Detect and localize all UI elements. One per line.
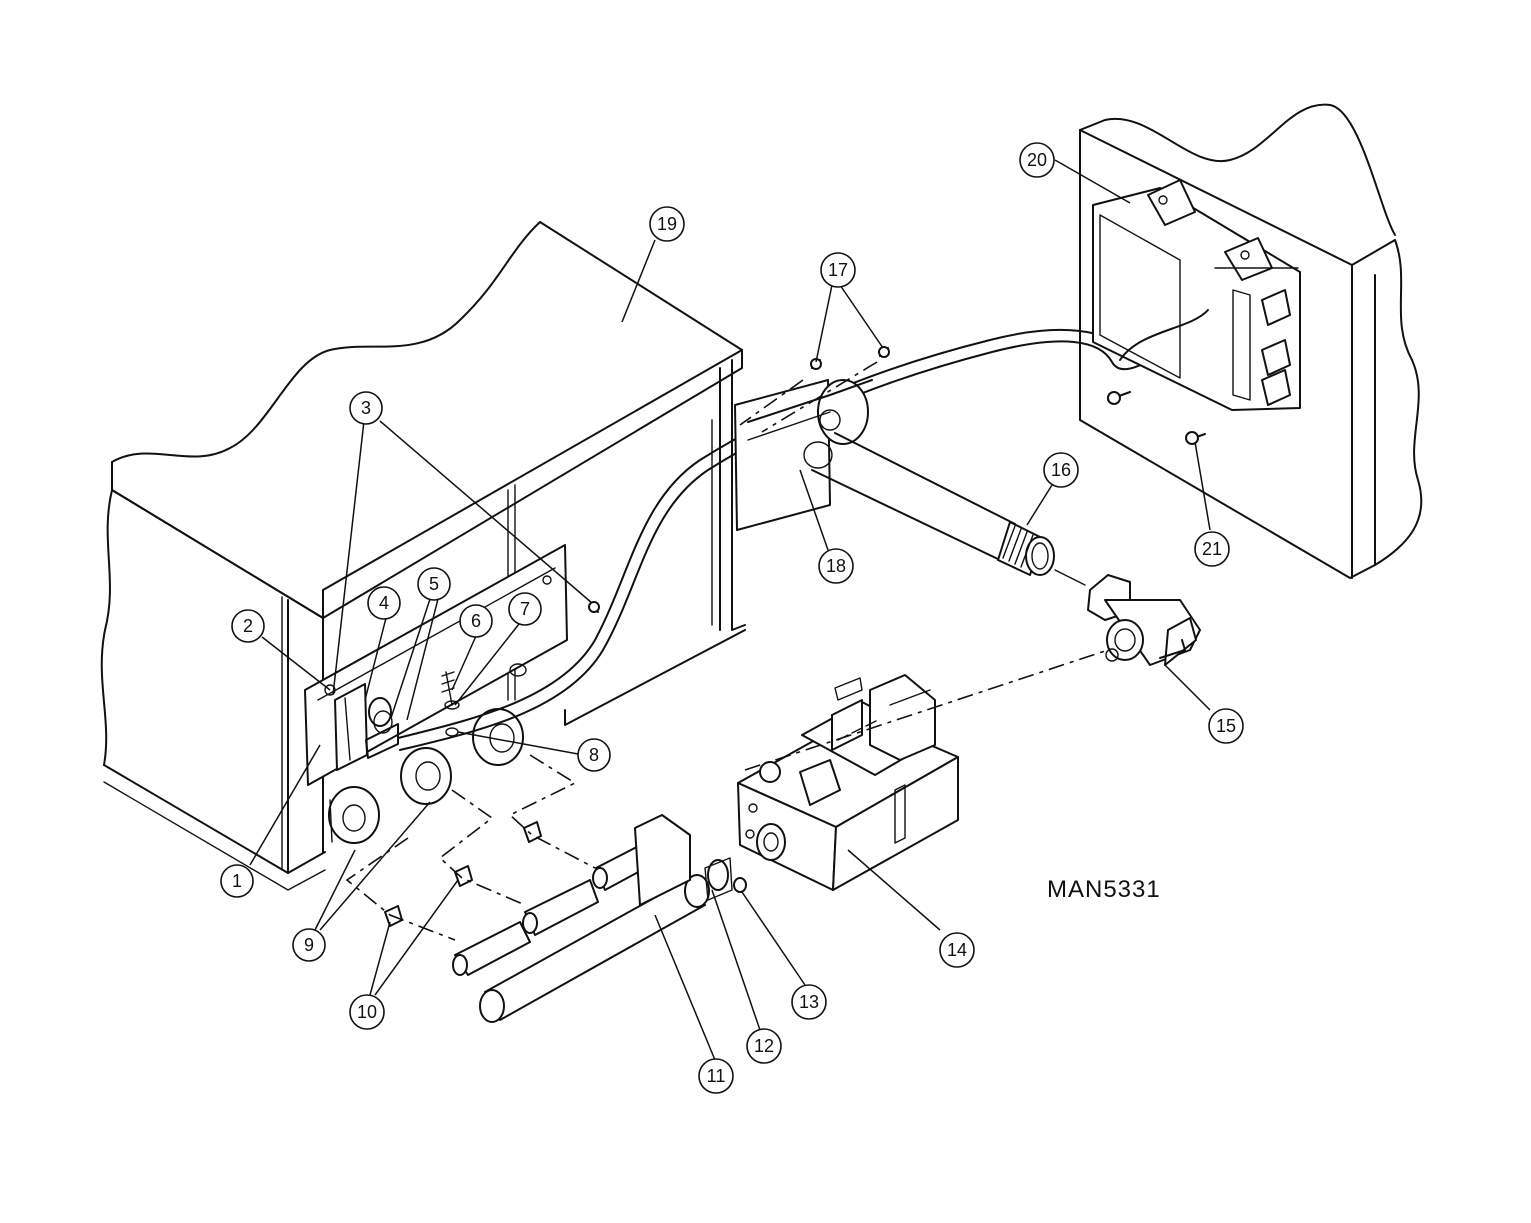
- shutoff-valve: [1087, 574, 1201, 666]
- cabinet: [100, 221, 746, 891]
- callout-label-13: 13: [799, 992, 819, 1012]
- leader-lines: [249, 159, 1211, 1061]
- callout-11[interactable]: 11: [698, 1058, 734, 1094]
- callout-15[interactable]: 15: [1208, 708, 1244, 744]
- callout-label-9: 9: [304, 935, 314, 955]
- callout-16[interactable]: 16: [1043, 452, 1079, 488]
- callout-10[interactable]: 10: [349, 994, 385, 1030]
- gas-pipe: [811, 432, 1086, 586]
- callout-12[interactable]: 12: [746, 1028, 782, 1064]
- callout-label-1: 1: [232, 871, 242, 891]
- callout-19[interactable]: 19: [649, 206, 685, 242]
- screws: [588, 346, 1206, 613]
- callout-label-18: 18: [826, 556, 846, 576]
- callout-14[interactable]: 14: [939, 932, 975, 968]
- gas-valve: [737, 674, 959, 891]
- callout-label-17: 17: [828, 260, 848, 280]
- thermocouple-tube: [397, 292, 1215, 751]
- callout-label-7: 7: [520, 599, 530, 619]
- callout-5[interactable]: 5: [417, 567, 451, 601]
- callout-label-8: 8: [589, 745, 599, 765]
- control-box: [1079, 103, 1423, 579]
- callout-label-12: 12: [754, 1036, 774, 1056]
- callout-4[interactable]: 4: [367, 586, 401, 620]
- cover-plate: [734, 379, 873, 531]
- callouts: 1 2 3 4 5 6 7 8 9 10 11 12 13 14 15 16 1…: [220, 142, 1244, 1094]
- callout-18[interactable]: 18: [818, 548, 854, 584]
- callout-20[interactable]: 20: [1019, 142, 1055, 178]
- callout-17[interactable]: 17: [820, 252, 856, 288]
- callout-label-21: 21: [1202, 539, 1222, 559]
- callout-label-5: 5: [429, 574, 439, 594]
- callout-label-10: 10: [357, 1002, 377, 1022]
- callout-label-20: 20: [1027, 150, 1047, 170]
- callout-1[interactable]: 1: [220, 864, 254, 898]
- callout-label-3: 3: [361, 398, 371, 418]
- callout-3[interactable]: 3: [349, 391, 383, 425]
- callout-21[interactable]: 21: [1194, 531, 1230, 567]
- callout-label-16: 16: [1051, 460, 1071, 480]
- callout-13[interactable]: 13: [791, 984, 827, 1020]
- callout-label-6: 6: [471, 611, 481, 631]
- callout-9[interactable]: 9: [292, 928, 326, 962]
- access-panel: [304, 544, 568, 844]
- assembly-lines: [345, 361, 1109, 941]
- callout-8[interactable]: 8: [577, 738, 611, 772]
- callout-7[interactable]: 7: [508, 592, 542, 626]
- callout-label-19: 19: [657, 214, 677, 234]
- callout-6[interactable]: 6: [459, 604, 493, 638]
- drawing-id: MAN5331: [1047, 876, 1161, 903]
- callout-2[interactable]: 2: [231, 609, 265, 643]
- callout-label-14: 14: [947, 940, 967, 960]
- callout-label-11: 11: [707, 1066, 726, 1086]
- callout-label-4: 4: [379, 593, 389, 613]
- manifold: [384, 814, 747, 1023]
- callout-label-2: 2: [243, 616, 253, 636]
- callout-label-15: 15: [1216, 716, 1236, 736]
